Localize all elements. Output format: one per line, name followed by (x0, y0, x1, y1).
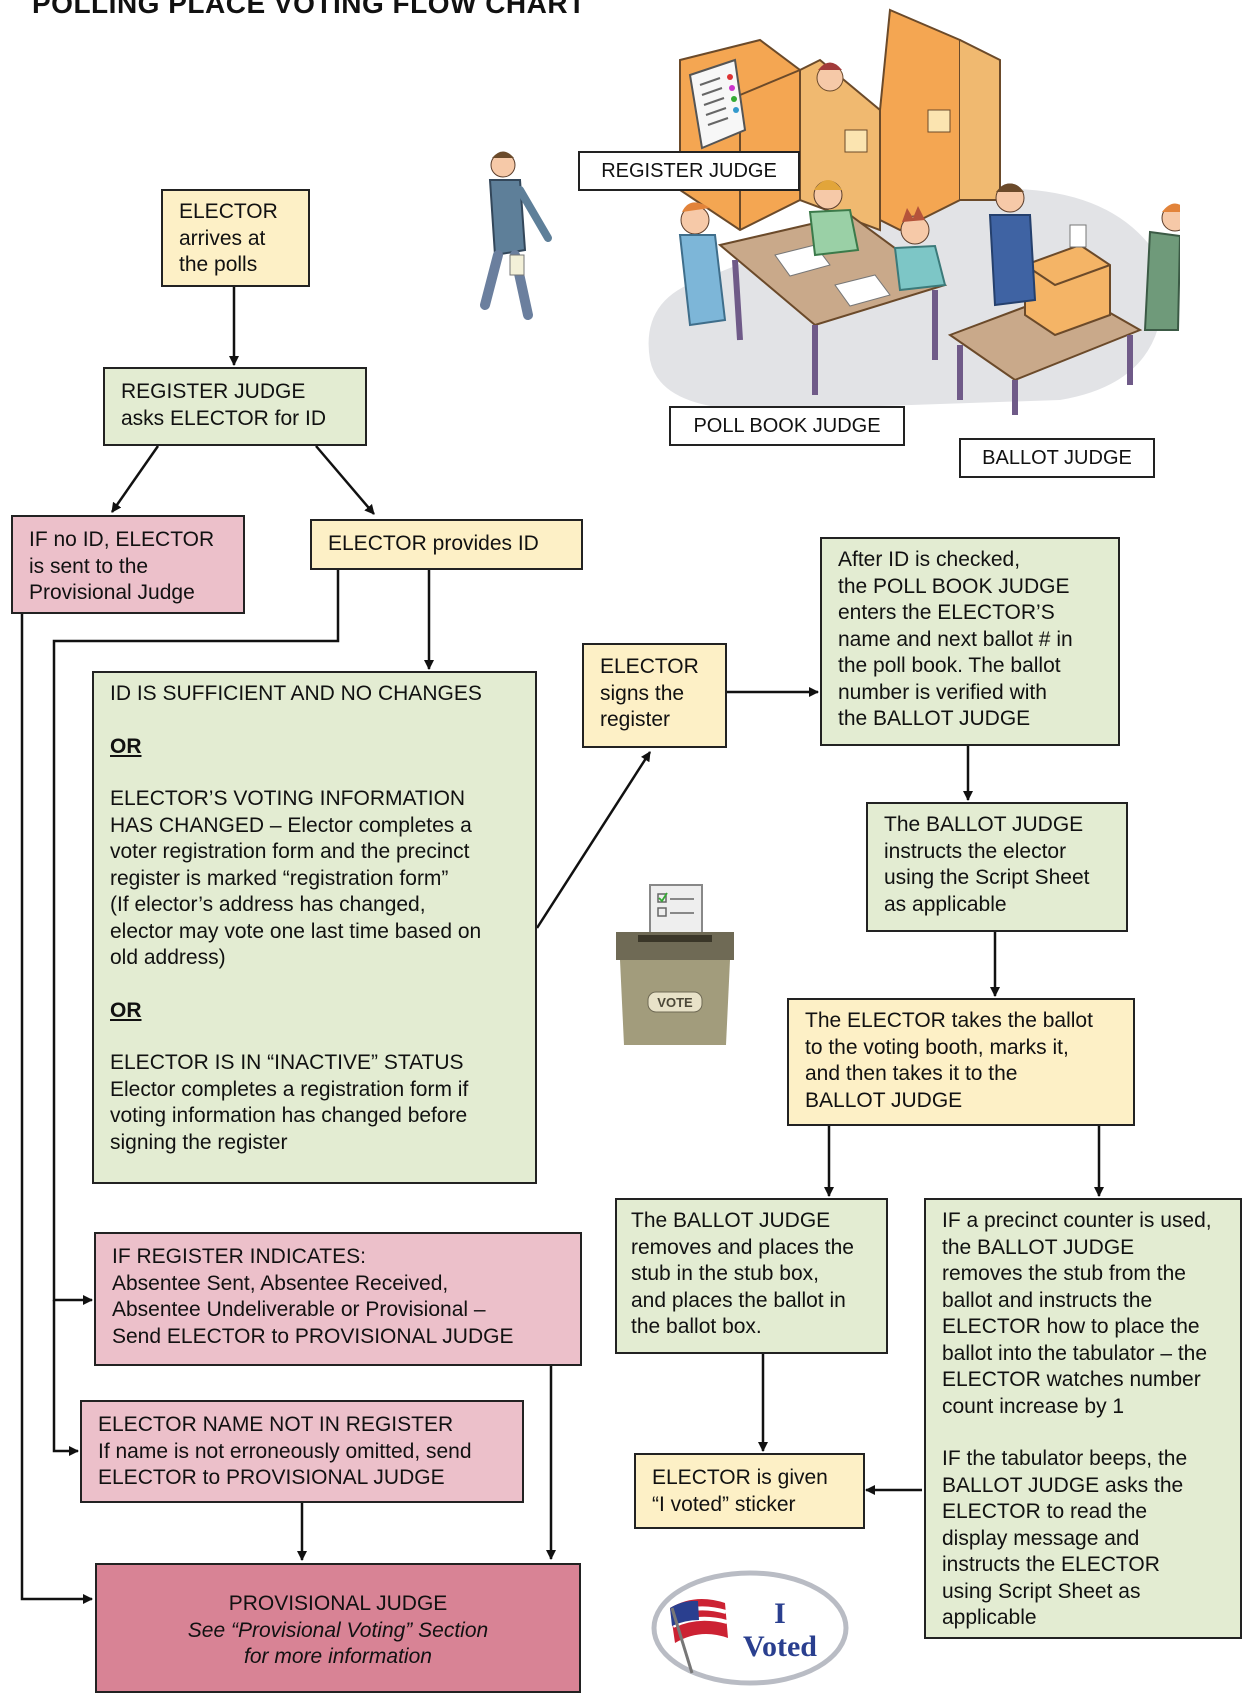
node-id-sufficient: ID IS SUFFICIENT AND NO CHANGES OR ELECT… (92, 671, 537, 1184)
american-flag-icon (670, 1599, 728, 1674)
node-provisional-judge: PROVISIONAL JUDGE See “Provisional Votin… (95, 1563, 581, 1693)
node-name-not-in-register: ELECTOR NAME NOT IN REGISTER If name is … (80, 1400, 524, 1503)
arrow-asks-to-noid (110, 445, 160, 513)
ballot-box-icon: VOTE (616, 884, 734, 1045)
node-elector-takes-ballot: The ELECTOR takes the ballot to the voti… (787, 998, 1135, 1126)
arrow-sufficient-to-signs (535, 751, 652, 929)
walking-elector-icon (480, 151, 552, 320)
page-title: POLLING PLACE VOTING FLOW CHART (32, 0, 586, 19)
node-ballot-judge-instructs: The BALLOT JUDGE instructs the elector u… (866, 802, 1128, 932)
node-poll-book-judge: After ID is checked, the POLL BOOK JUDGE… (820, 537, 1120, 746)
arrow-provides-to-register-indicates (52, 570, 340, 1305)
ballot-table-icon (947, 183, 1180, 415)
arrow-to-not-in-register (52, 1300, 79, 1456)
node-register-indicates: IF REGISTER INDICATES: Absentee Sent, Ab… (94, 1232, 582, 1366)
node-register-judge-asks-id: REGISTER JUDGE asks ELECTOR for ID (103, 367, 367, 446)
label-poll-book-judge: POLL BOOK JUDGE (669, 406, 905, 446)
node-i-voted-sticker: ELECTOR is given “I voted” sticker (634, 1453, 865, 1529)
node-elector-arrives: ELECTOR arrives at the polls (161, 189, 310, 287)
arrow-asks-to-provides (315, 445, 375, 515)
poll-book-table-icon (678, 180, 948, 395)
node-precinct-counter: IF a precinct counter is used, the BALLO… (924, 1198, 1242, 1639)
label-ballot-judge: BALLOT JUDGE (959, 438, 1155, 478)
i-voted-sticker-icon: I Voted (651, 1570, 849, 1686)
node-elector-provides-id: ELECTOR provides ID (310, 519, 583, 570)
sticker-voted-text: Voted (743, 1630, 817, 1663)
arrow-noid-to-provisional (20, 614, 93, 1604)
node-elector-signs: ELECTOR signs the register (582, 643, 727, 748)
node-no-id: IF no ID, ELECTOR is sent to the Provisi… (11, 515, 245, 614)
sticker-i-text: I (774, 1597, 786, 1630)
sample-ballot-poster (688, 58, 747, 150)
ballot-box-vote-text: VOTE (657, 995, 693, 1010)
label-register-judge: REGISTER JUDGE (578, 151, 800, 191)
node-ballot-judge-stub-box: The BALLOT JUDGE removes and places the … (615, 1198, 888, 1354)
